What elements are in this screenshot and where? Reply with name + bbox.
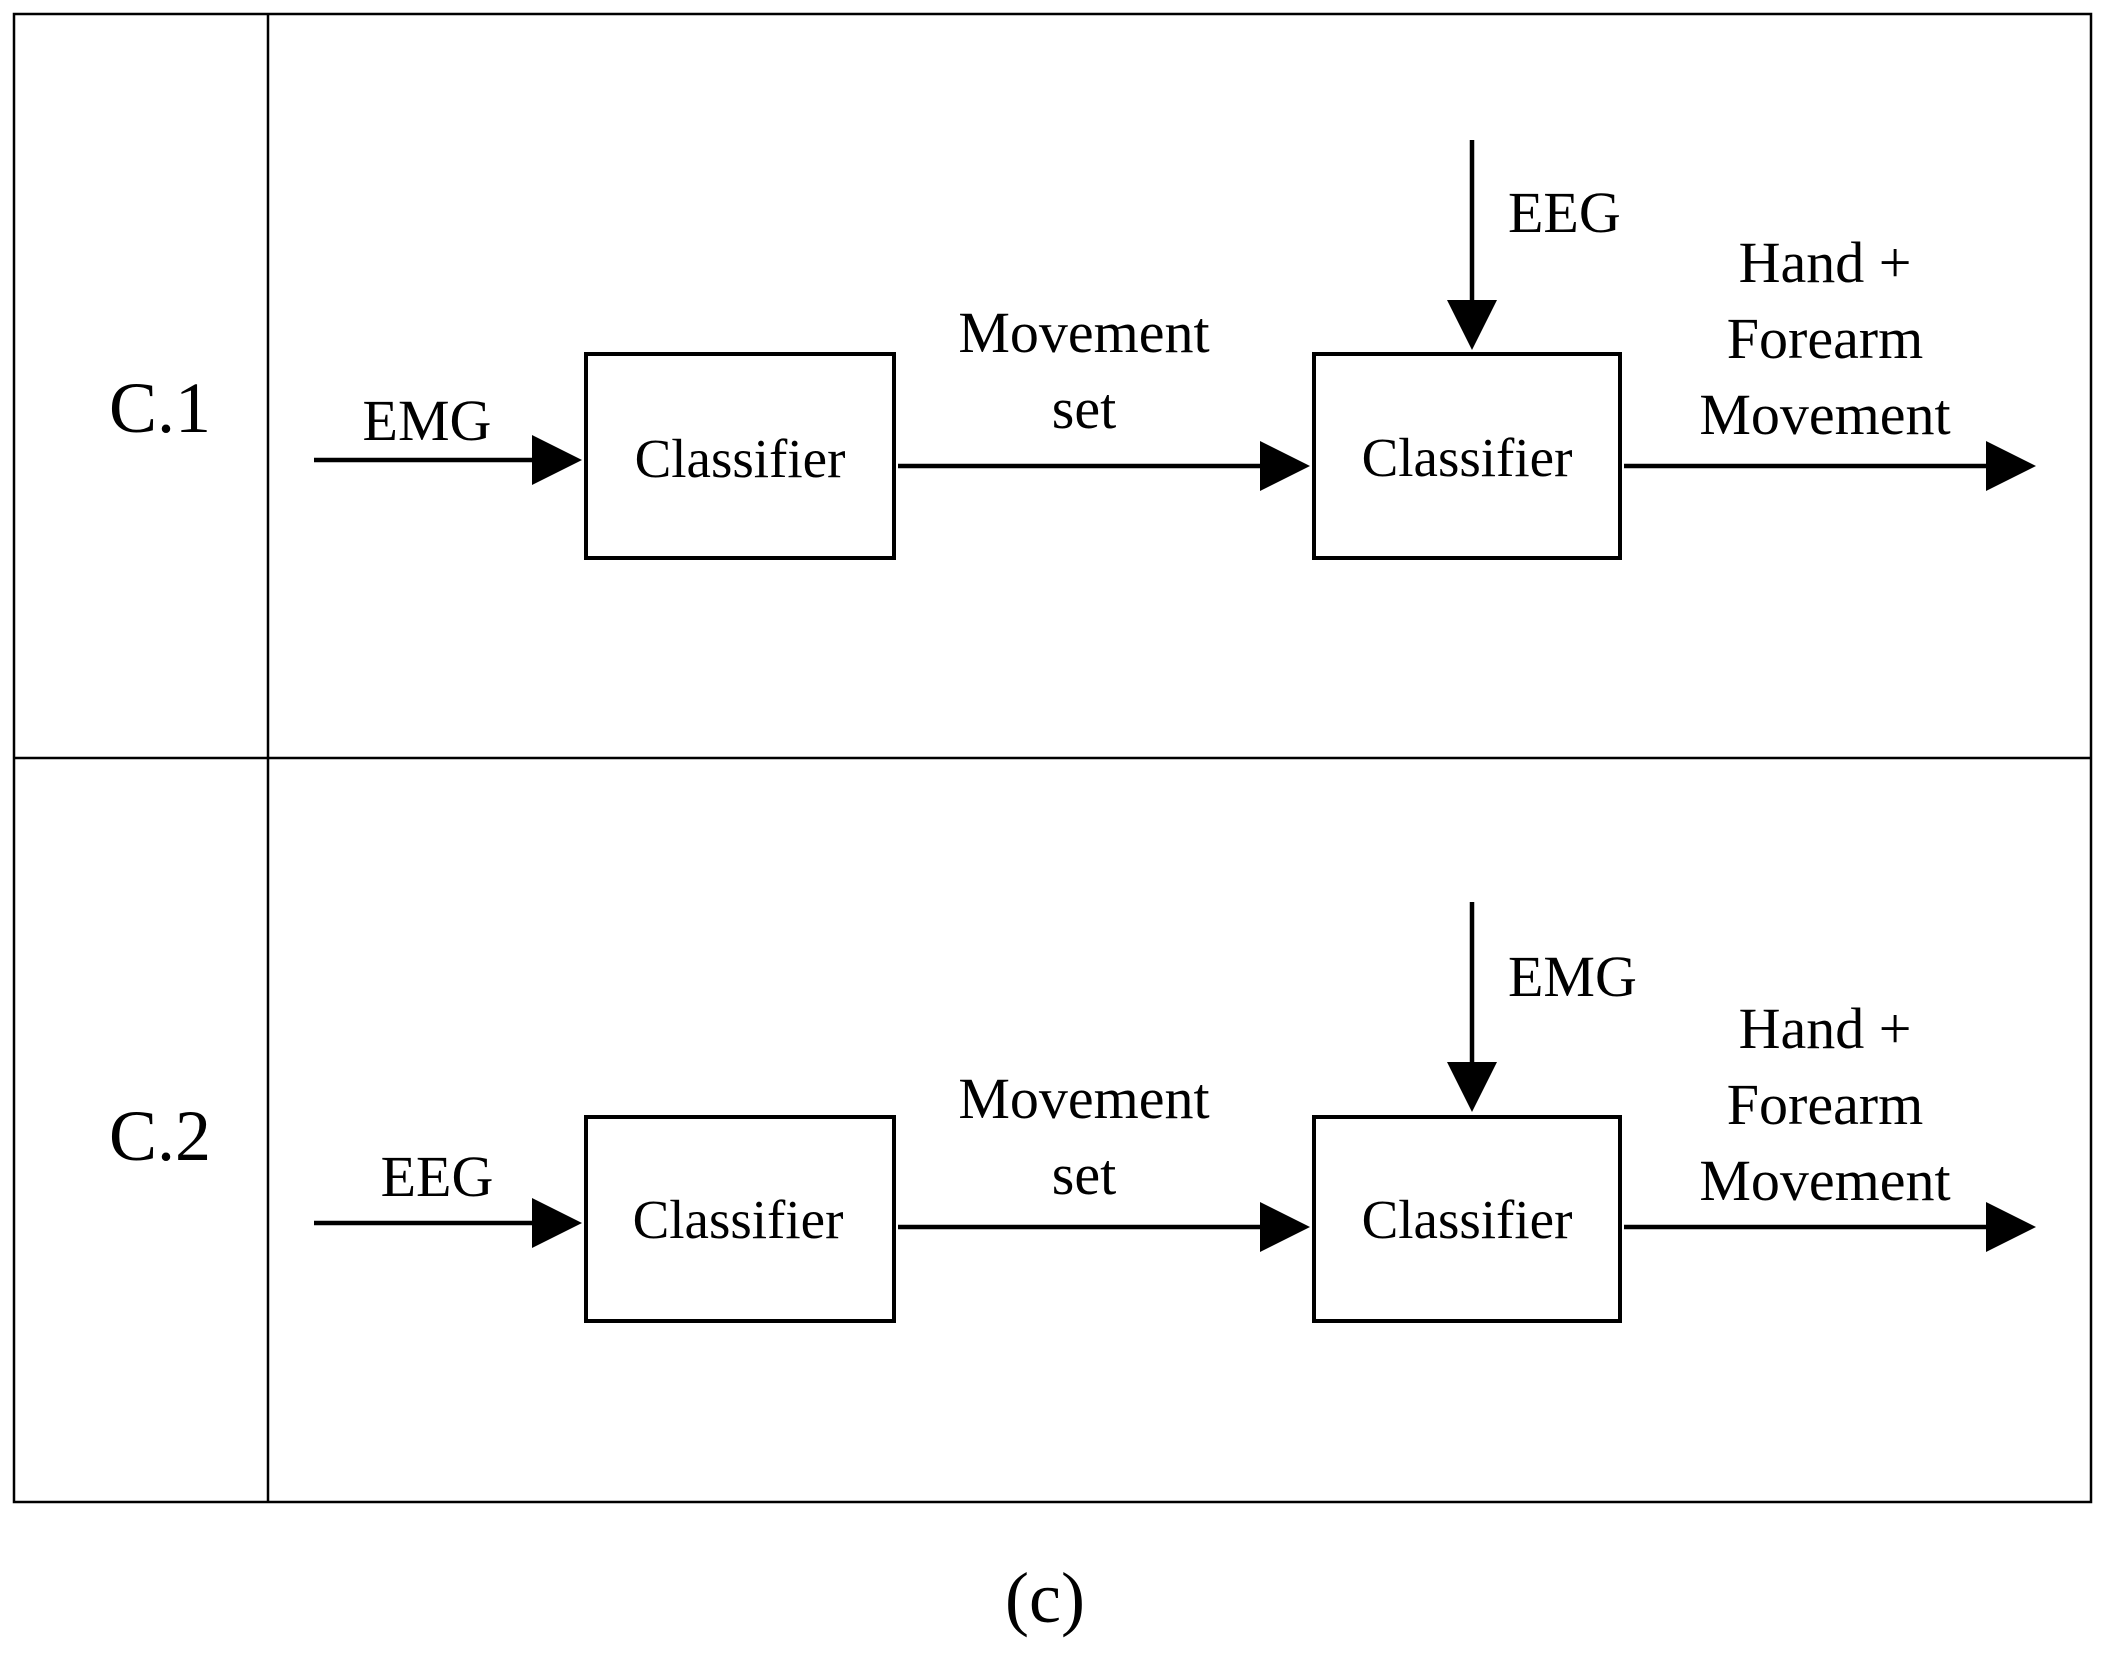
- output-label-line3: Movement: [1699, 382, 1950, 447]
- row-label: C.1: [109, 368, 211, 448]
- intermediate-label-line2: set: [1052, 1142, 1116, 1207]
- classifier-label-stage2: Classifier: [1362, 1189, 1573, 1250]
- output-label-line1: Hand +: [1739, 996, 1912, 1061]
- classifier-label-stage2: Classifier: [1362, 427, 1573, 488]
- input-arrow-head: [532, 1198, 582, 1248]
- classifier-box-stage2: [1312, 1115, 1622, 1323]
- input-arrow-head: [532, 435, 582, 485]
- classifier-label-stage1: Classifier: [635, 428, 846, 489]
- output-arrow-head: [1986, 1202, 2036, 1252]
- intermediate-label-line2: set: [1052, 376, 1116, 441]
- input-signal-label: EMG: [363, 388, 492, 453]
- intermediate-arrow-head: [1260, 1202, 1310, 1252]
- classifier-box-stage1: [584, 1115, 896, 1323]
- row-c2: C.2 EEG Classifier Movement set EMG Clas…: [109, 902, 2036, 1323]
- output-label-line2: Forearm: [1727, 306, 1924, 371]
- classifier-box-stage1: [584, 352, 896, 560]
- side-input-label: EEG: [1508, 180, 1621, 245]
- output-label-line2: Forearm: [1727, 1072, 1924, 1137]
- row-c1: C.1 EMG Classifier Movement set EEG Clas…: [109, 140, 2036, 560]
- intermediate-arrow-head: [1260, 441, 1310, 491]
- intermediate-label-line1: Movement: [958, 300, 1209, 365]
- intermediate-label-line1: Movement: [958, 1066, 1209, 1131]
- classifier-box-stage2: [1312, 352, 1622, 560]
- figure-caption: (c): [1005, 1558, 1085, 1638]
- side-input-arrow-head: [1447, 1062, 1497, 1112]
- output-label-line1: Hand +: [1739, 230, 1912, 295]
- output-label-line3: Movement: [1699, 1148, 1950, 1213]
- input-signal-label: EEG: [381, 1144, 494, 1209]
- output-arrow-head: [1986, 441, 2036, 491]
- classifier-label-stage1: Classifier: [633, 1189, 844, 1250]
- side-input-label: EMG: [1508, 944, 1637, 1009]
- side-input-arrow-head: [1447, 300, 1497, 350]
- row-label: C.2: [109, 1096, 211, 1176]
